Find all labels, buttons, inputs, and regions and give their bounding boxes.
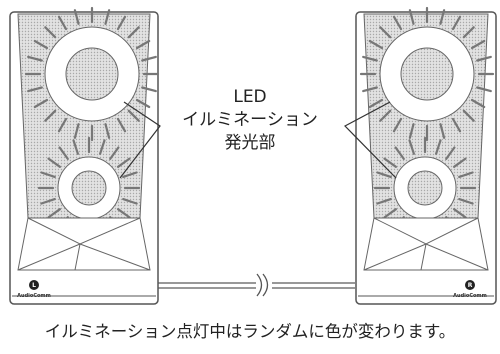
left-channel-letter: L — [32, 282, 36, 289]
right-speaker: R AudioComm — [355, 6, 497, 305]
light-ray — [141, 86, 157, 93]
light-ray — [394, 146, 405, 160]
left-channel-badge — [29, 280, 39, 290]
right-lower-driver — [407, 170, 443, 206]
light-ray — [476, 55, 492, 62]
light-ray — [435, 139, 442, 155]
light-ray — [408, 139, 415, 155]
light-ray — [40, 198, 56, 205]
light-ray — [104, 9, 111, 25]
light-ray — [379, 26, 392, 39]
light-ray — [57, 15, 68, 31]
light-ray — [116, 208, 131, 219]
light-ray — [392, 15, 403, 31]
light-ray — [368, 39, 384, 50]
light-ray — [368, 98, 384, 109]
light-ray — [127, 109, 140, 122]
left-speaker: L AudioComm — [9, 6, 160, 305]
light-ray — [27, 86, 43, 93]
light-ray — [58, 146, 69, 160]
light-ray — [47, 208, 62, 219]
light-ray — [104, 123, 111, 139]
light-ray — [73, 9, 80, 25]
light-ray — [122, 171, 138, 178]
callout-line-emitter: 発光部 — [224, 133, 276, 153]
connection-cable — [158, 273, 355, 297]
light-ray — [451, 117, 462, 133]
light-ray — [453, 157, 467, 168]
light-ray — [376, 198, 392, 205]
light-ray — [462, 109, 475, 122]
left-lower-driver — [71, 170, 107, 206]
light-ray — [379, 109, 392, 122]
light-ray — [408, 123, 415, 139]
light-ray — [470, 39, 486, 50]
light-ray — [476, 86, 492, 93]
right-brand-logo: AudioComm — [453, 293, 487, 299]
light-ray — [116, 157, 131, 168]
light-ray — [458, 171, 474, 178]
light-ray — [383, 208, 397, 219]
light-ray — [362, 55, 378, 62]
light-ray — [445, 146, 456, 160]
light-ray — [462, 26, 475, 39]
light-ray — [376, 171, 392, 178]
light-ray — [73, 123, 80, 139]
light-ray — [458, 198, 474, 205]
light-ray — [141, 55, 157, 62]
light-ray — [109, 146, 120, 160]
light-ray — [383, 157, 397, 168]
light-ray — [135, 39, 151, 50]
led-callout-label: LED イルミネーション 発光部 — [175, 86, 325, 155]
right-channel-badge — [465, 280, 475, 290]
light-ray — [127, 26, 140, 39]
left-brand-logo: AudioComm — [17, 293, 51, 299]
light-ray — [116, 117, 127, 133]
light-ray — [135, 98, 151, 109]
light-ray — [362, 86, 378, 93]
light-ray — [98, 139, 106, 155]
left-upper-driver — [65, 47, 119, 101]
light-ray — [47, 157, 62, 168]
light-ray — [408, 9, 415, 25]
light-ray — [57, 117, 68, 133]
light-ray — [33, 98, 49, 109]
light-ray — [439, 123, 446, 139]
light-ray — [122, 198, 138, 205]
right-channel-letter: R — [468, 282, 473, 289]
callout-leader-lines — [119, 101, 397, 179]
callout-line-led: LED — [233, 87, 267, 107]
callout-line-illumination: イルミネーション — [182, 110, 318, 130]
right-illumination-rays — [359, 6, 495, 240]
light-ray — [439, 9, 446, 25]
light-ray — [392, 117, 403, 133]
light-ray — [453, 208, 467, 219]
light-ray — [451, 15, 462, 31]
light-ray — [44, 26, 57, 39]
light-ray — [33, 39, 49, 50]
light-ray — [44, 109, 57, 122]
right-speaker-facets — [363, 217, 489, 271]
diagram-caption: イルミネーション点灯中はランダムに色が変わります。 — [44, 322, 456, 341]
light-ray — [72, 139, 80, 155]
light-ray — [27, 55, 43, 62]
light-ray — [40, 171, 56, 178]
left-speaker-facets — [17, 217, 151, 271]
light-ray — [116, 15, 127, 31]
light-ray — [470, 98, 486, 109]
right-upper-driver — [400, 47, 454, 101]
